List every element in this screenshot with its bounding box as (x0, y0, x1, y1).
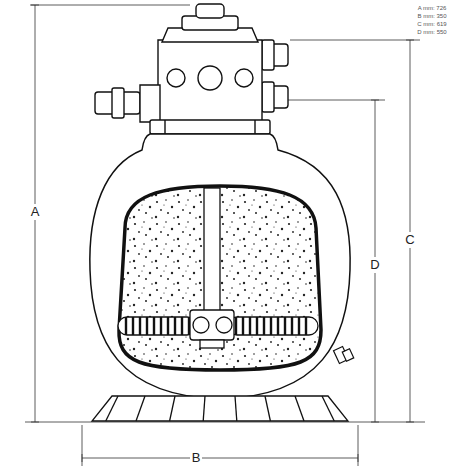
dimension-letter: C (403, 232, 416, 248)
filter-base (92, 396, 348, 421)
filter-tank (90, 134, 350, 399)
drain-plug (334, 347, 354, 364)
dimension-letter: D (368, 257, 381, 273)
dimension-table-row: B mm: 350 (417, 13, 446, 20)
dimension-table-row: C mm: 619 (417, 21, 446, 28)
multiport-valve (95, 4, 288, 134)
dimension-letter: B (190, 450, 203, 466)
dimension-lines (25, 5, 425, 466)
dimension-table-row: D mm: 550 (417, 29, 446, 36)
underdrain (118, 188, 318, 348)
sand-bed (119, 186, 321, 370)
dimension-ticks (31, 5, 414, 462)
dimension-table-row: A mm: 726 (418, 5, 447, 12)
dimension-letter: A (29, 204, 42, 220)
